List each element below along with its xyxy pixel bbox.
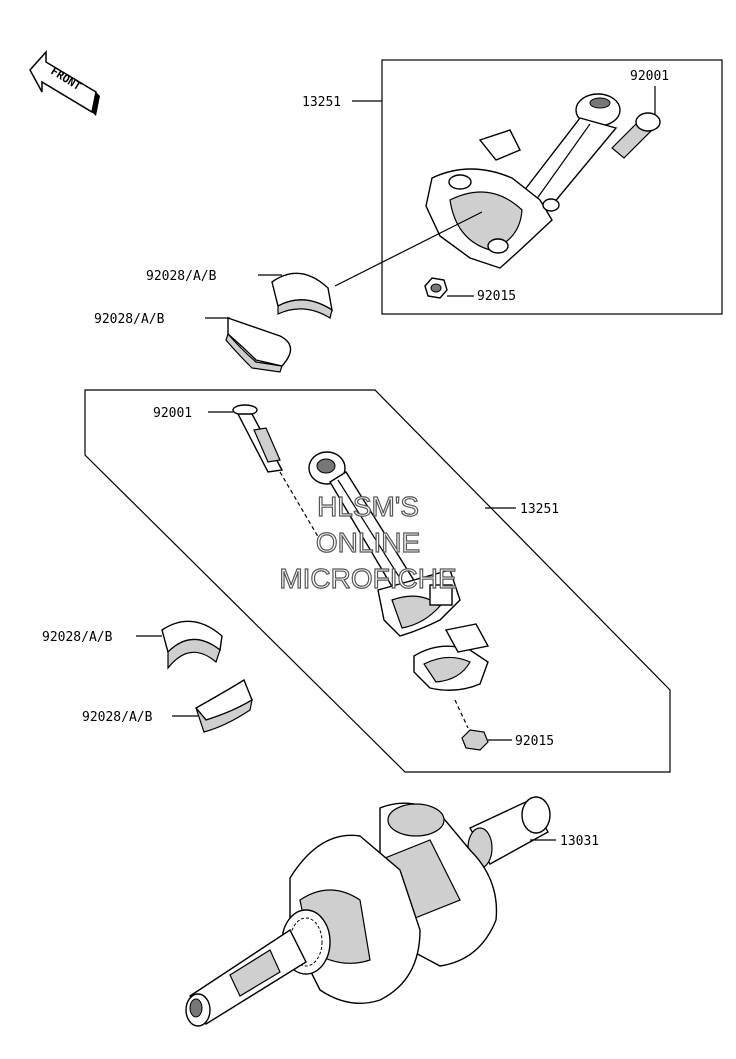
callout-lower-bearing-1: 92028/A/B — [42, 630, 113, 645]
lower-nut — [461, 729, 512, 751]
callout-upper-bearing-2: 92028/A/B — [94, 312, 165, 327]
lower-bearing-shell-1 — [161, 620, 223, 670]
upper-assembly-box — [352, 59, 723, 315]
lower-bolt — [208, 404, 321, 541]
callout-upper-bolt: 92001 — [630, 69, 669, 84]
callout-lower-rod-assembly: 13251 — [520, 502, 559, 517]
callout-lower-nut: 92015 — [515, 734, 554, 749]
watermark-line-2: ONLINE — [316, 527, 420, 558]
upper-bearing-shell-2 — [225, 317, 292, 373]
lower-connecting-rod — [308, 451, 461, 637]
callout-lower-bolt: 92001 — [153, 406, 192, 421]
watermark: HLSM'S ONLINE MICROFICHE — [279, 490, 458, 594]
lower-assembly-box — [84, 389, 671, 773]
callout-upper-rod-assembly: 13251 — [302, 95, 341, 110]
upper-nut — [424, 277, 474, 299]
watermark-line-3: MICROFICHE — [279, 563, 456, 594]
callout-upper-nut: 92015 — [477, 289, 516, 304]
upper-connecting-rod — [425, 93, 621, 269]
crankshaft — [185, 796, 551, 1027]
callout-upper-bearing-1: 92028/A/B — [146, 269, 217, 284]
callout-crankshaft: 13031 — [560, 834, 599, 849]
upper-bolt — [611, 86, 661, 159]
callout-lower-bearing-2: 92028/A/B — [82, 710, 153, 725]
lower-bearing-shell-2 — [194, 678, 253, 733]
upper-bearing-shell-1 — [271, 272, 333, 319]
front-arrow-icon: FRONT — [29, 50, 100, 116]
watermark-line-1: HLSM'S — [317, 491, 419, 522]
lower-rod-cap — [413, 623, 490, 729]
